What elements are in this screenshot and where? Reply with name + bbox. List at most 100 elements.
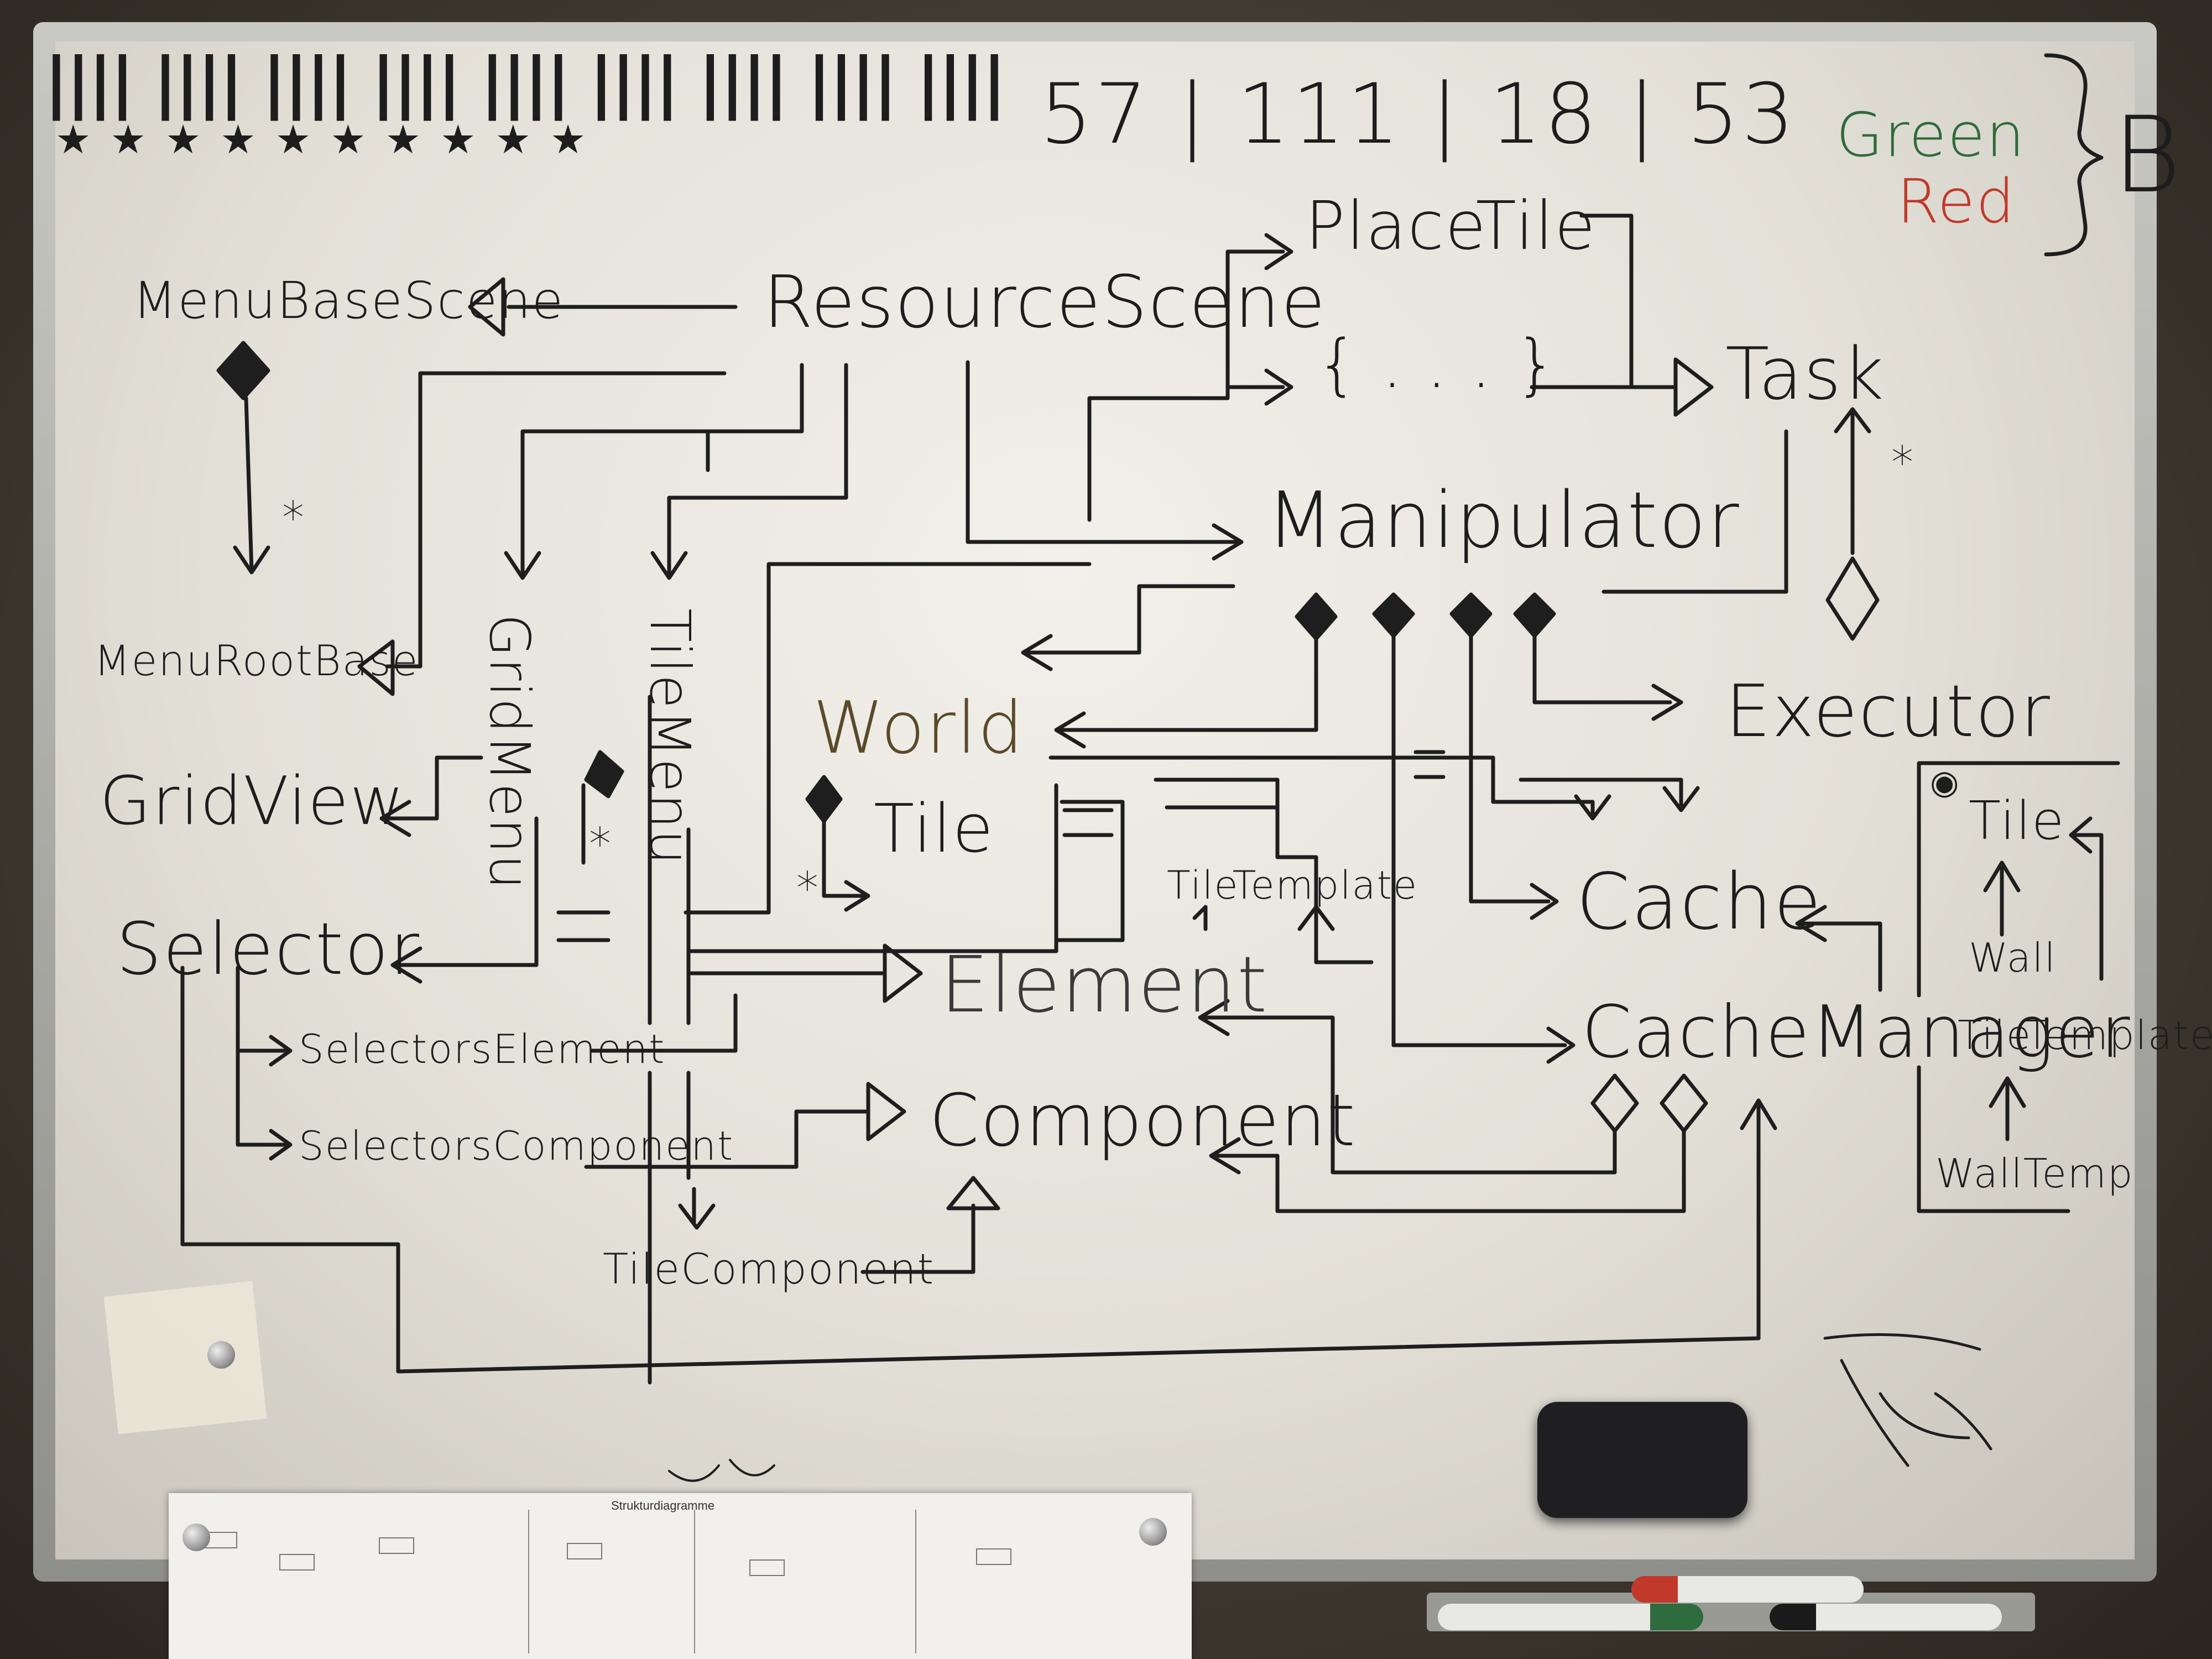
inheritance-triangle-component (866, 1082, 906, 1141)
composition-diamond-menubasescene (216, 341, 270, 400)
legend-brace (2044, 53, 2104, 257)
edge-fork-placetile (1087, 249, 1285, 522)
arrowhead-selectorselement (269, 1035, 293, 1067)
inheritance-triangle-component-2 (946, 1176, 1000, 1211)
side-box-walltemp: WallTemp (1936, 1150, 2134, 1197)
magnet-note (207, 1341, 235, 1369)
class-executor: Executor (1725, 669, 2051, 753)
class-world: World (813, 686, 1025, 770)
class-tilemenu: TileMenu (638, 608, 702, 866)
edge-manipulator-task (1601, 429, 1788, 594)
multiplicity-menubase: * (282, 492, 305, 544)
arrowhead-gridview (379, 800, 411, 837)
edge-tile-cache-b (1519, 778, 1683, 807)
arrowhead-cache-3 (1662, 786, 1700, 812)
class-gridview: GridView (100, 763, 405, 840)
arrowhead-cachemanager-up (1740, 1098, 1777, 1130)
arrowhead-side-up-1 (1983, 860, 2021, 893)
arrowhead-cache-1 (1530, 883, 1559, 920)
edge-diamond4-executor (1532, 634, 1672, 705)
inheritance-triangle-menurootbase (357, 639, 395, 696)
edge-tilecomponent-component (860, 1203, 975, 1274)
composition-diamond-4 (1513, 592, 1556, 638)
class-tilecomponent: TileComponent (603, 1244, 935, 1293)
arrowhead-tilecomponent (678, 1203, 716, 1230)
arrowhead-executor (1651, 684, 1683, 721)
arrowhead-element (1198, 999, 1230, 1036)
inheritance-triangle-task (1673, 357, 1714, 417)
aggregation-diamond-cachemanager-2 (1660, 1073, 1708, 1133)
side-box-tiletemplate: TileTemplate (1958, 1012, 2212, 1058)
multiplicity-task: * (1891, 437, 1914, 488)
multiplicity-gridmenu: * (589, 818, 612, 870)
poster-column-2 (528, 1510, 695, 1653)
class-selector: Selector (116, 907, 421, 991)
edge-menubase-menuroot (244, 396, 254, 572)
legend-green-label: Green (1836, 100, 2026, 170)
edge-tiletemplate-box (1154, 778, 1374, 964)
edge-manipulator-world (1026, 584, 1235, 655)
arrowhead-tiletemplate-up-2 (1297, 905, 1335, 931)
class-cachemanager: CacheManager (1582, 990, 2131, 1074)
edge-selectorscomponent-component (584, 1109, 870, 1169)
composition-diamond-3 (1449, 592, 1493, 638)
arrowhead-tilemenu (650, 551, 688, 580)
class-selectorscomponent: SelectorsComponent (299, 1123, 734, 1169)
pinned-poster: Strukturdiagramme (169, 1493, 1192, 1659)
aggregation-diamond-cachemanager-1 (1590, 1073, 1639, 1133)
composition-diamond-2 (1372, 592, 1415, 638)
arrowhead-world-2 (1054, 711, 1086, 749)
arrowhead-tiletemplate-up-1 (1192, 905, 1208, 931)
edge-selector-loop (180, 966, 1761, 1374)
tally-marks: |||| |||| |||| |||| |||| |||| |||| |||| … (44, 44, 1006, 121)
arrowhead-task-up (1834, 407, 1871, 434)
edge-world-tile (689, 783, 1058, 953)
arrowhead-gridmenu (504, 551, 541, 580)
class-manipulator: Manipulator (1266, 476, 1740, 566)
marker-green (1438, 1604, 1703, 1630)
doodle-bottom-right (1823, 1333, 1992, 1467)
arrowhead-side-tile (2069, 816, 2093, 854)
poster-box (976, 1548, 1011, 1565)
class-selectorselement: SelectorsElement (299, 1026, 666, 1072)
edge-cachemanager-element (1203, 1015, 1617, 1175)
arrowhead-cachemanager (1546, 1026, 1575, 1064)
class-placetile: PlaceTile (1305, 188, 1597, 265)
side-box-border-2 (1917, 1065, 2070, 1213)
arrowhead-world-1 (1021, 634, 1053, 671)
legend-red-label: Red (1897, 166, 2016, 237)
class-task: Task (1725, 332, 1885, 416)
class-ellipsis: { . . . } (1316, 326, 1558, 403)
score-counter: 57 | 111 | 18 | 53 (1040, 66, 1797, 163)
edge-gridmenu-gridview (385, 755, 483, 821)
inheritance-triangle-element (883, 943, 923, 1003)
poster-box (279, 1554, 315, 1571)
edge-diamond1-world (1060, 637, 1318, 732)
edge-tile-cache (1048, 755, 1595, 815)
arrowhead-placetile (1264, 233, 1293, 270)
class-menurootbase: MenuRootBase (94, 636, 419, 685)
class-resourcescene: ResourceScene (763, 260, 1327, 344)
side-box-circle-icon: ◉ (1930, 763, 1960, 802)
composition-diamond-gridmenu (584, 750, 624, 799)
poster-title: Strukturdiagramme (611, 1499, 715, 1512)
arrowhead-manipulator (1212, 523, 1244, 561)
aggregation-diamond-executor (1825, 556, 1880, 641)
poster-box (749, 1559, 785, 1576)
arrowhead-selector (390, 946, 422, 984)
side-box-inner (2069, 833, 2104, 981)
magnet-poster-left (182, 1524, 210, 1551)
edge-resourcescene-menurootbase (385, 371, 727, 669)
edge-diamond2-cachemanager (1391, 634, 1567, 1047)
edge-cachemanager-component (1214, 1129, 1686, 1213)
class-element: Element (940, 940, 1269, 1030)
composition-diamond-1 (1295, 592, 1338, 641)
poster-box (567, 1543, 602, 1559)
inheritance-triangle-menubasescene (468, 277, 505, 337)
poster-column-3 (694, 1510, 916, 1653)
arrowhead-ellipsis (1264, 368, 1293, 406)
marker-red (1631, 1576, 1864, 1603)
legend-group-label: B (2112, 94, 2183, 216)
class-component: Component (929, 1078, 1357, 1162)
